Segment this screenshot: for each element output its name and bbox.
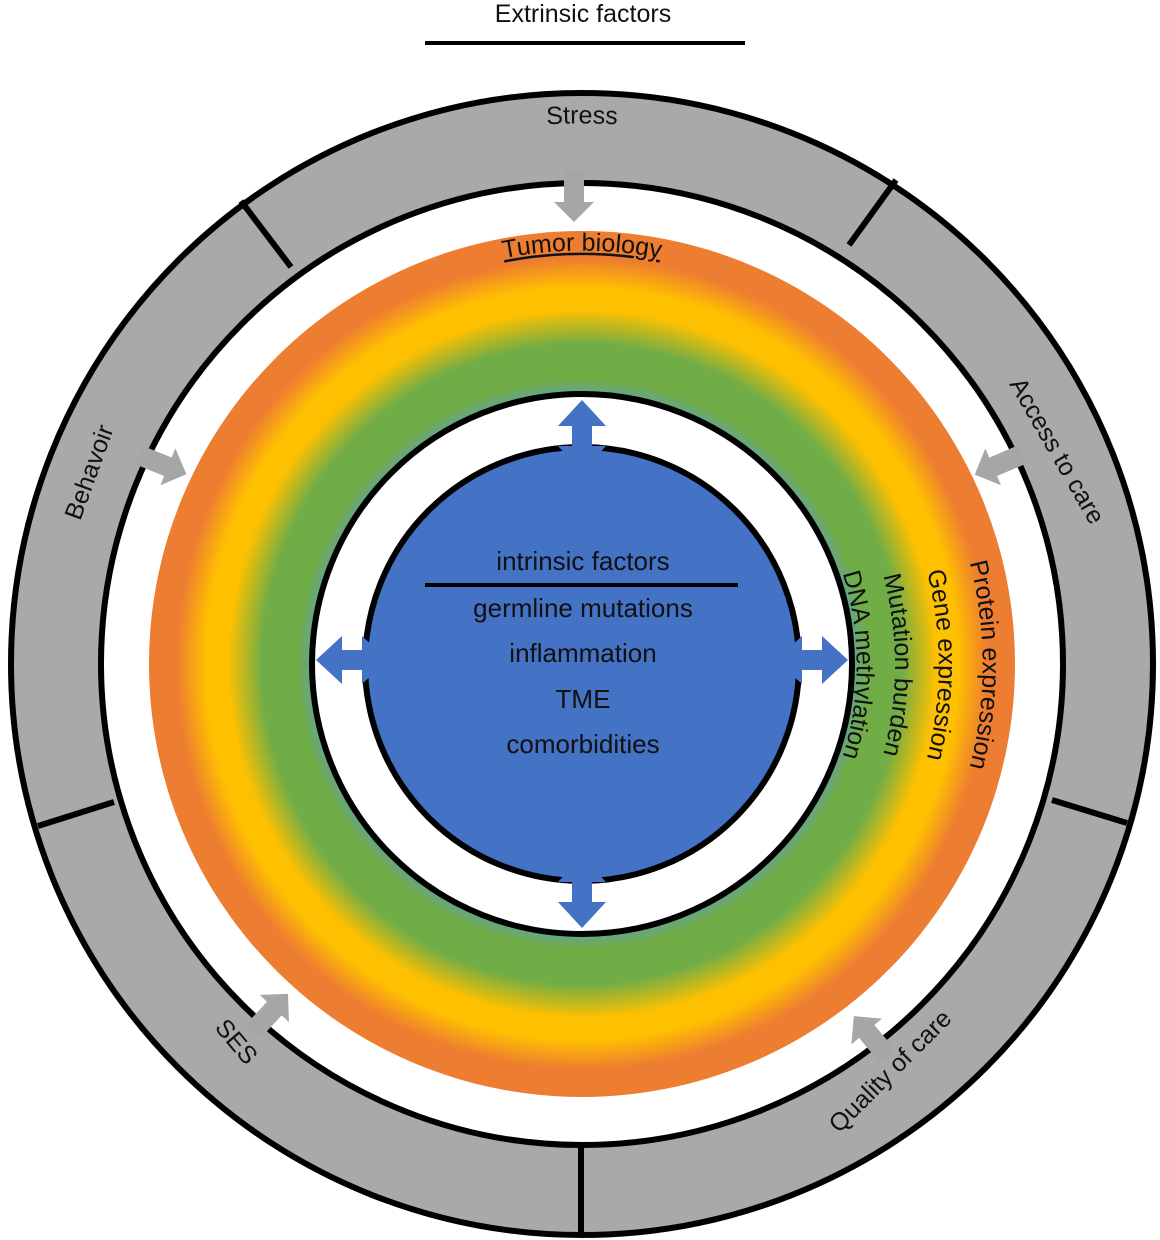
- double-arrow-top: [558, 400, 606, 472]
- double-arrow-bottom: [558, 856, 606, 928]
- core-item: germline mutations: [473, 593, 693, 623]
- arrow-quality: [851, 1016, 895, 1063]
- core-item: inflammation: [509, 638, 656, 668]
- core-item: comorbidities: [506, 729, 659, 759]
- segment-label-stress: Stress: [546, 101, 619, 130]
- divider-ses-behavior: [37, 799, 115, 829]
- core-heading: intrinsic factors: [496, 546, 669, 576]
- double-arrow-right: [776, 636, 848, 684]
- arrow-ses: [245, 993, 289, 1039]
- intrinsic-arrows: [316, 400, 848, 928]
- arrow-behavior: [134, 445, 187, 486]
- segment-dividers: [37, 178, 1128, 1232]
- extrinsic-arrows: [134, 170, 1027, 1063]
- divider-behavior-stress: [238, 199, 294, 269]
- arrow-access: [974, 445, 1027, 486]
- extrinsic-factors-title: Extrinsic factors: [495, 0, 671, 28]
- core-item: TME: [556, 684, 611, 714]
- arrow-stress: [554, 170, 594, 222]
- double-arrow-left: [316, 636, 388, 684]
- divider-access-quality: [1051, 797, 1128, 826]
- divider-stress-access: [846, 178, 899, 247]
